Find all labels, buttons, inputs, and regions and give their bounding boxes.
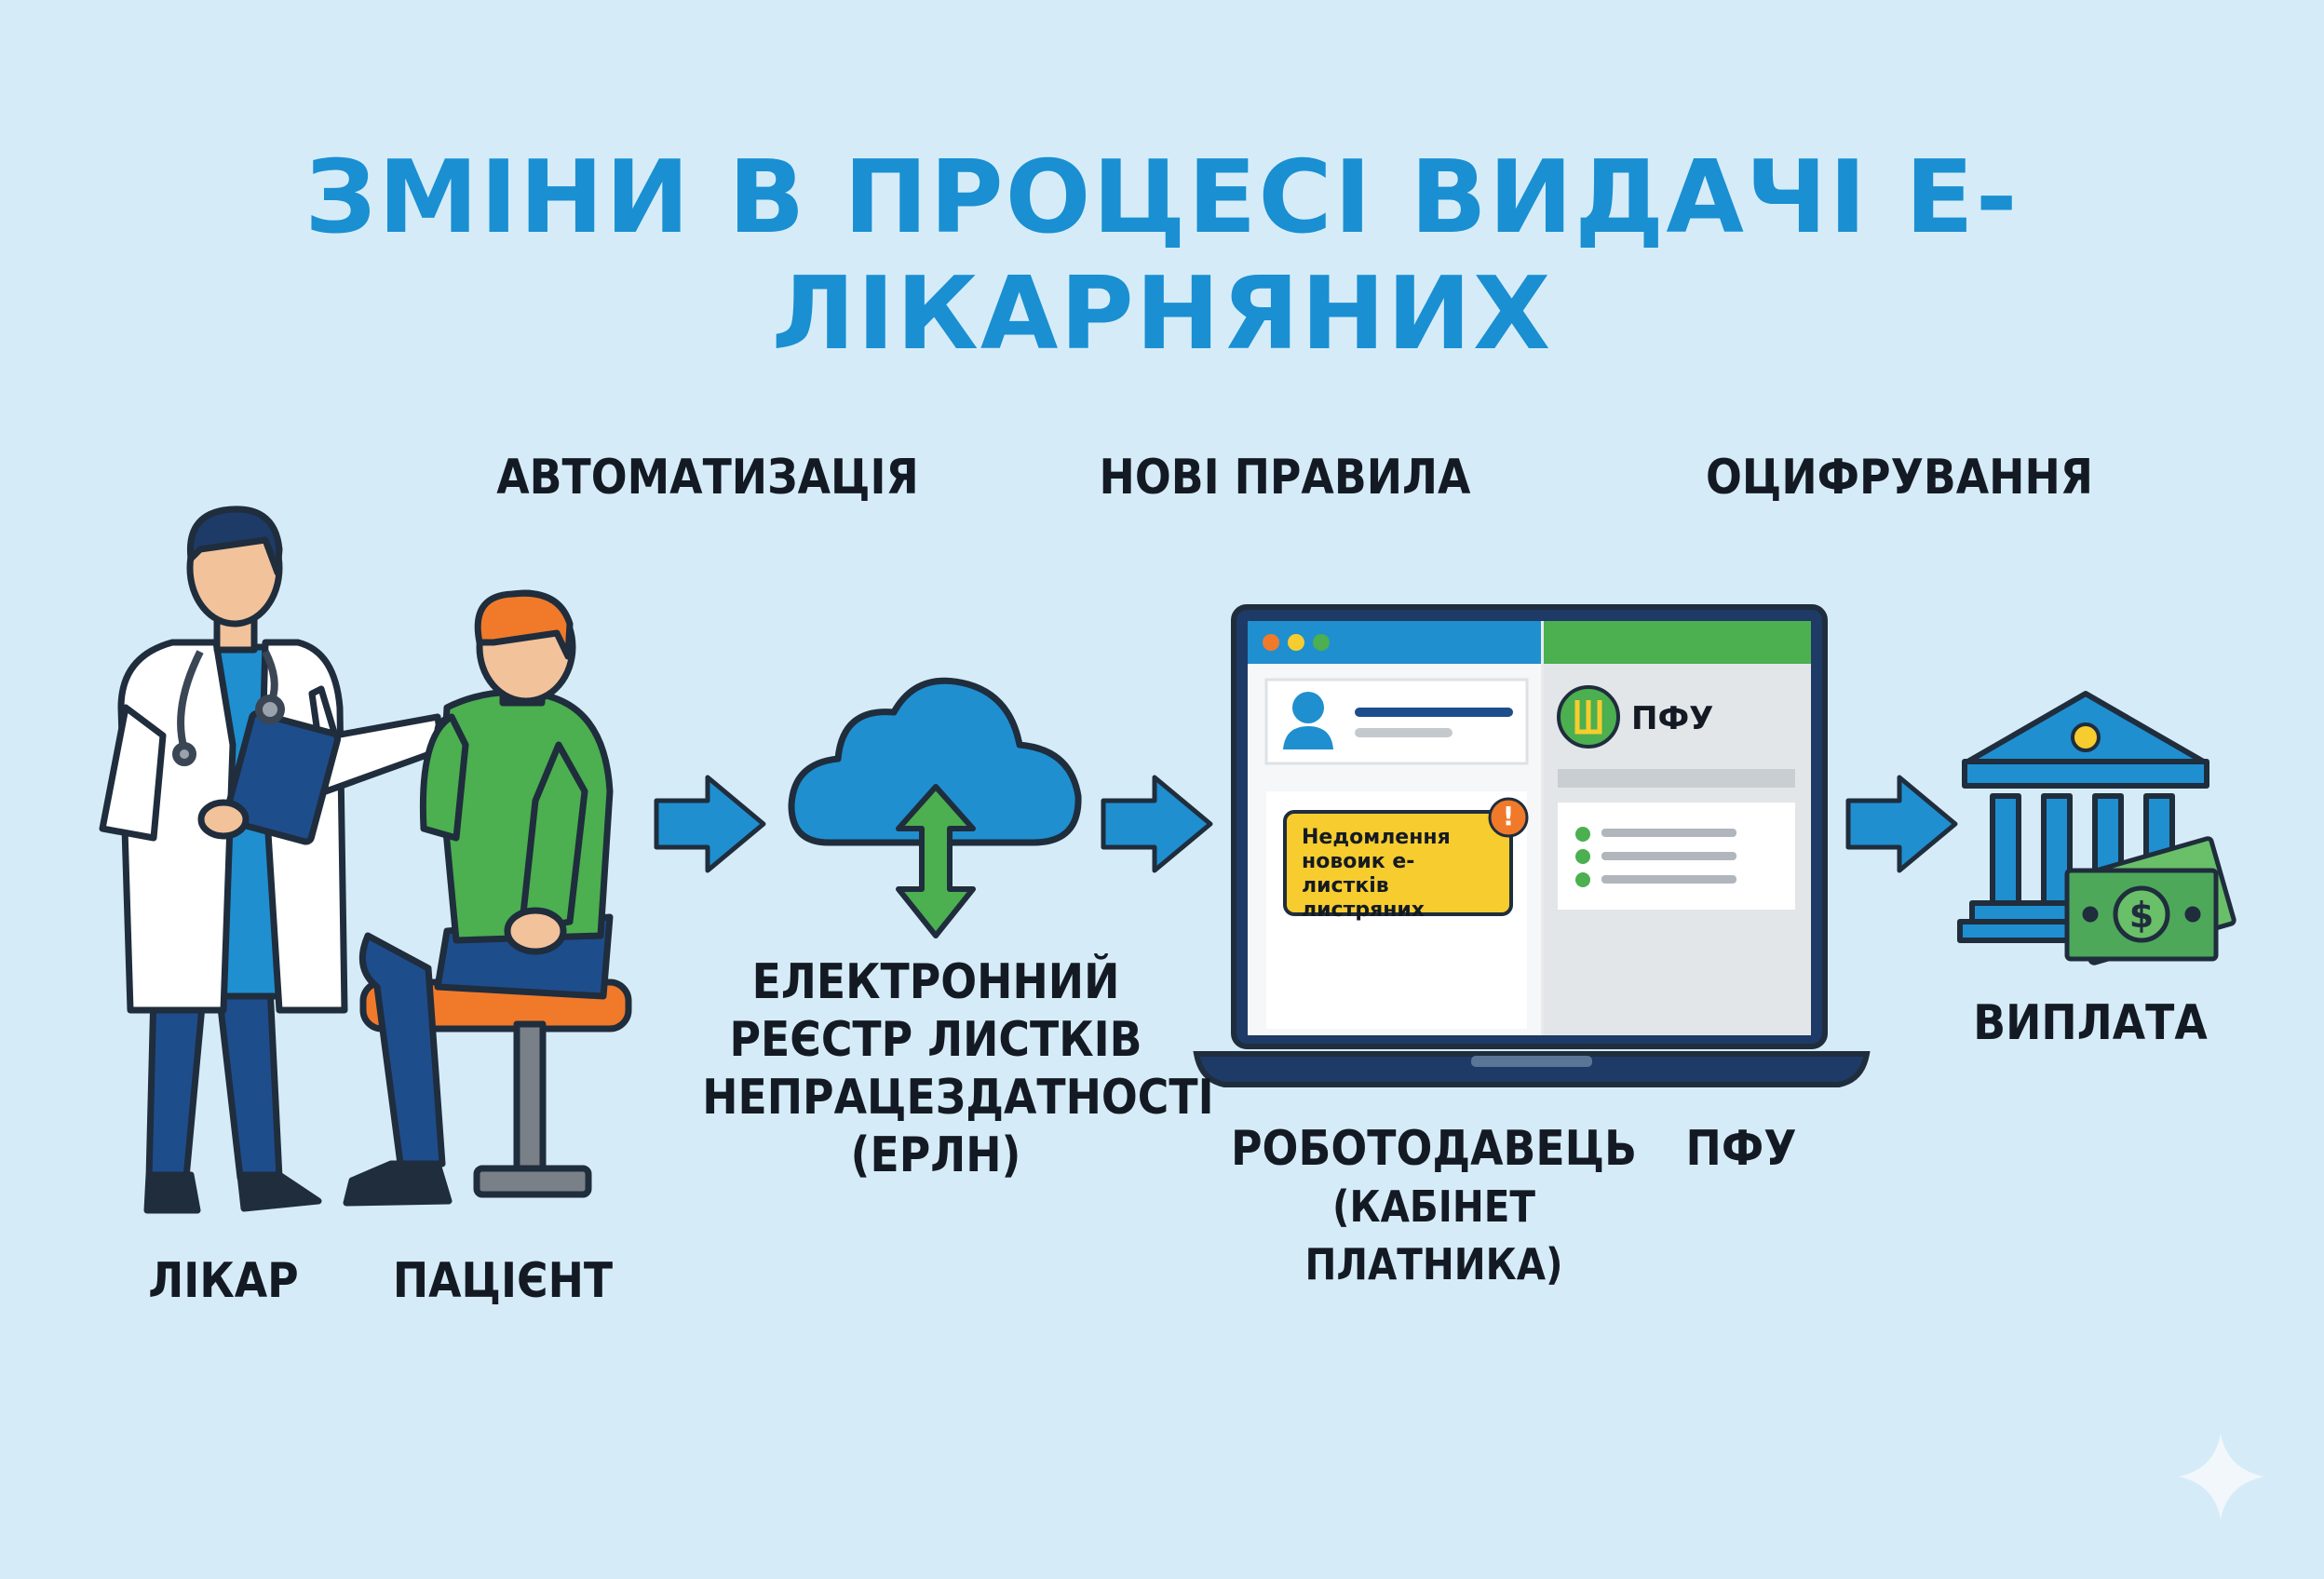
label-registry-line: ЕЛЕКТРОННИЙ [751, 954, 1120, 1010]
laptop-pfu-header: ПФУ [1631, 700, 1714, 737]
sparkle-icon [2179, 1434, 2264, 1519]
flow-arrows [654, 775, 1958, 873]
label-registry: ЕЛЕКТРОННИЙ РЕЄСТР ЛИСТКІВ НЕПРАЦЕЗДАТНО… [702, 953, 1214, 1184]
money-icon: $ [2064, 836, 2236, 965]
cloud-icon [788, 677, 1082, 846]
notice-message: Недомлення новоик е-листків листряних [1302, 826, 1497, 923]
arrow-icon [1101, 775, 1213, 873]
user-icon [1283, 692, 1333, 749]
label-employer-line: (КАБІНЕТ ПЛАТНИКА) [1304, 1181, 1563, 1289]
stage-digitization: ОЦИФРУВАННЯ [1706, 450, 2093, 506]
stage-new-rules: НОВІ ПРАВИЛА [1099, 450, 1471, 506]
svg-text:$: $ [2129, 895, 2154, 936]
stage-automation: АВТОМАТИЗАЦІЯ [496, 450, 919, 506]
label-doctor: ЛІКАР [148, 1253, 299, 1309]
alert-badge: ! [1502, 801, 1515, 831]
notice-line: листряних [1302, 898, 1425, 922]
label-registry-line: РЕЄСТР ЛИСТКІВ [729, 1012, 1142, 1068]
notice-line: Недомлення [1302, 826, 1451, 849]
laptop-icon [1193, 604, 1871, 1087]
label-employer: РОБОТОДАВЕЦЬ (КАБІНЕТ ПЛАТНИКА) [1205, 1120, 1664, 1293]
arrow-icon [654, 775, 766, 873]
label-pfu: ПФУ [1685, 1121, 1797, 1177]
label-payment: ВИПЛАТА [1973, 995, 2208, 1051]
stethoscope-icon [172, 650, 285, 766]
label-employer-line: РОБОТОДАВЕЦЬ [1231, 1121, 1637, 1177]
trident-icon [1557, 685, 1620, 749]
patient-figure [343, 589, 632, 1207]
notice-line: новоик е-листків [1302, 850, 1415, 897]
doctor-figure [99, 506, 482, 1214]
arrow-icon [1845, 775, 1958, 873]
label-patient: ПАЦІЄНТ [392, 1253, 614, 1309]
page-title: ЗМІНИ В ПРОЦЕСІ ВИДАЧІ Е-ЛІКАРНЯНИХ [304, 140, 2020, 372]
clipboard-icon [222, 709, 342, 845]
label-registry-line: НЕПРАЦЕЗДАТНОСТІ [702, 1070, 1214, 1126]
label-registry-line: (ЕРЛН) [850, 1127, 1021, 1183]
sync-arrows-icon [896, 784, 976, 938]
